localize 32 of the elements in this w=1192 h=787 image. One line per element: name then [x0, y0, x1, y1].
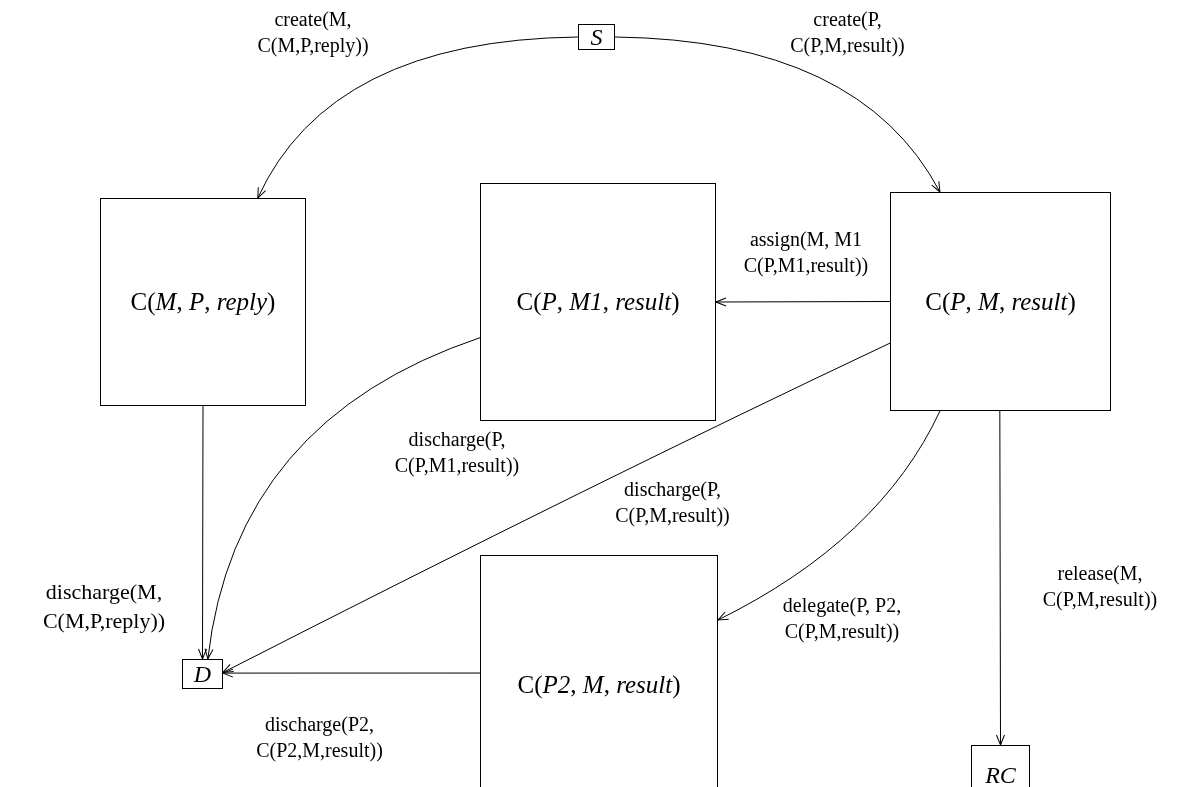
state-label: C(P2, M, result) [517, 671, 681, 699]
state-label: D [193, 660, 212, 688]
state-label: RC [985, 761, 1016, 787]
edge-label: discharge(P2, C(P2,M,result)) [255, 712, 384, 763]
arrow [996, 410, 1005, 746]
edge-label: discharge(M, C(M,P,reply)) [41, 578, 167, 635]
arrow [717, 410, 941, 621]
arrow [222, 342, 891, 673]
arrow [715, 297, 891, 307]
arrow [222, 668, 481, 678]
state-box [480, 555, 718, 787]
state-box [971, 745, 1030, 787]
edge-label: release(M, C(P,M,result)) [1041, 561, 1159, 612]
edge-label: create(P, C(P,M,result)) [789, 7, 906, 58]
edge-label: discharge(P, C(P,M,result)) [614, 477, 731, 528]
state-label: C(P, M, result) [925, 287, 1076, 316]
edge-label: discharge(P, C(P,M1,result)) [393, 427, 521, 478]
arrow [257, 36, 579, 199]
edge-label: delegate(P, P2, C(P,M,result)) [781, 593, 903, 644]
state-box [182, 659, 223, 689]
state-box [100, 198, 306, 406]
state-box [890, 192, 1111, 411]
edge-label: assign(M, M1 C(P,M1,result)) [742, 227, 870, 278]
state-label: C(M, P, reply) [130, 288, 276, 316]
arrow [204, 337, 481, 660]
arrow [198, 405, 207, 660]
state-label: S [590, 23, 603, 51]
edge-label: create(M, C(M,P,reply)) [256, 7, 370, 58]
arrow [614, 36, 941, 193]
state-box [578, 24, 615, 50]
state-box [480, 183, 716, 421]
state-label: C(P, M1, result) [516, 288, 680, 316]
